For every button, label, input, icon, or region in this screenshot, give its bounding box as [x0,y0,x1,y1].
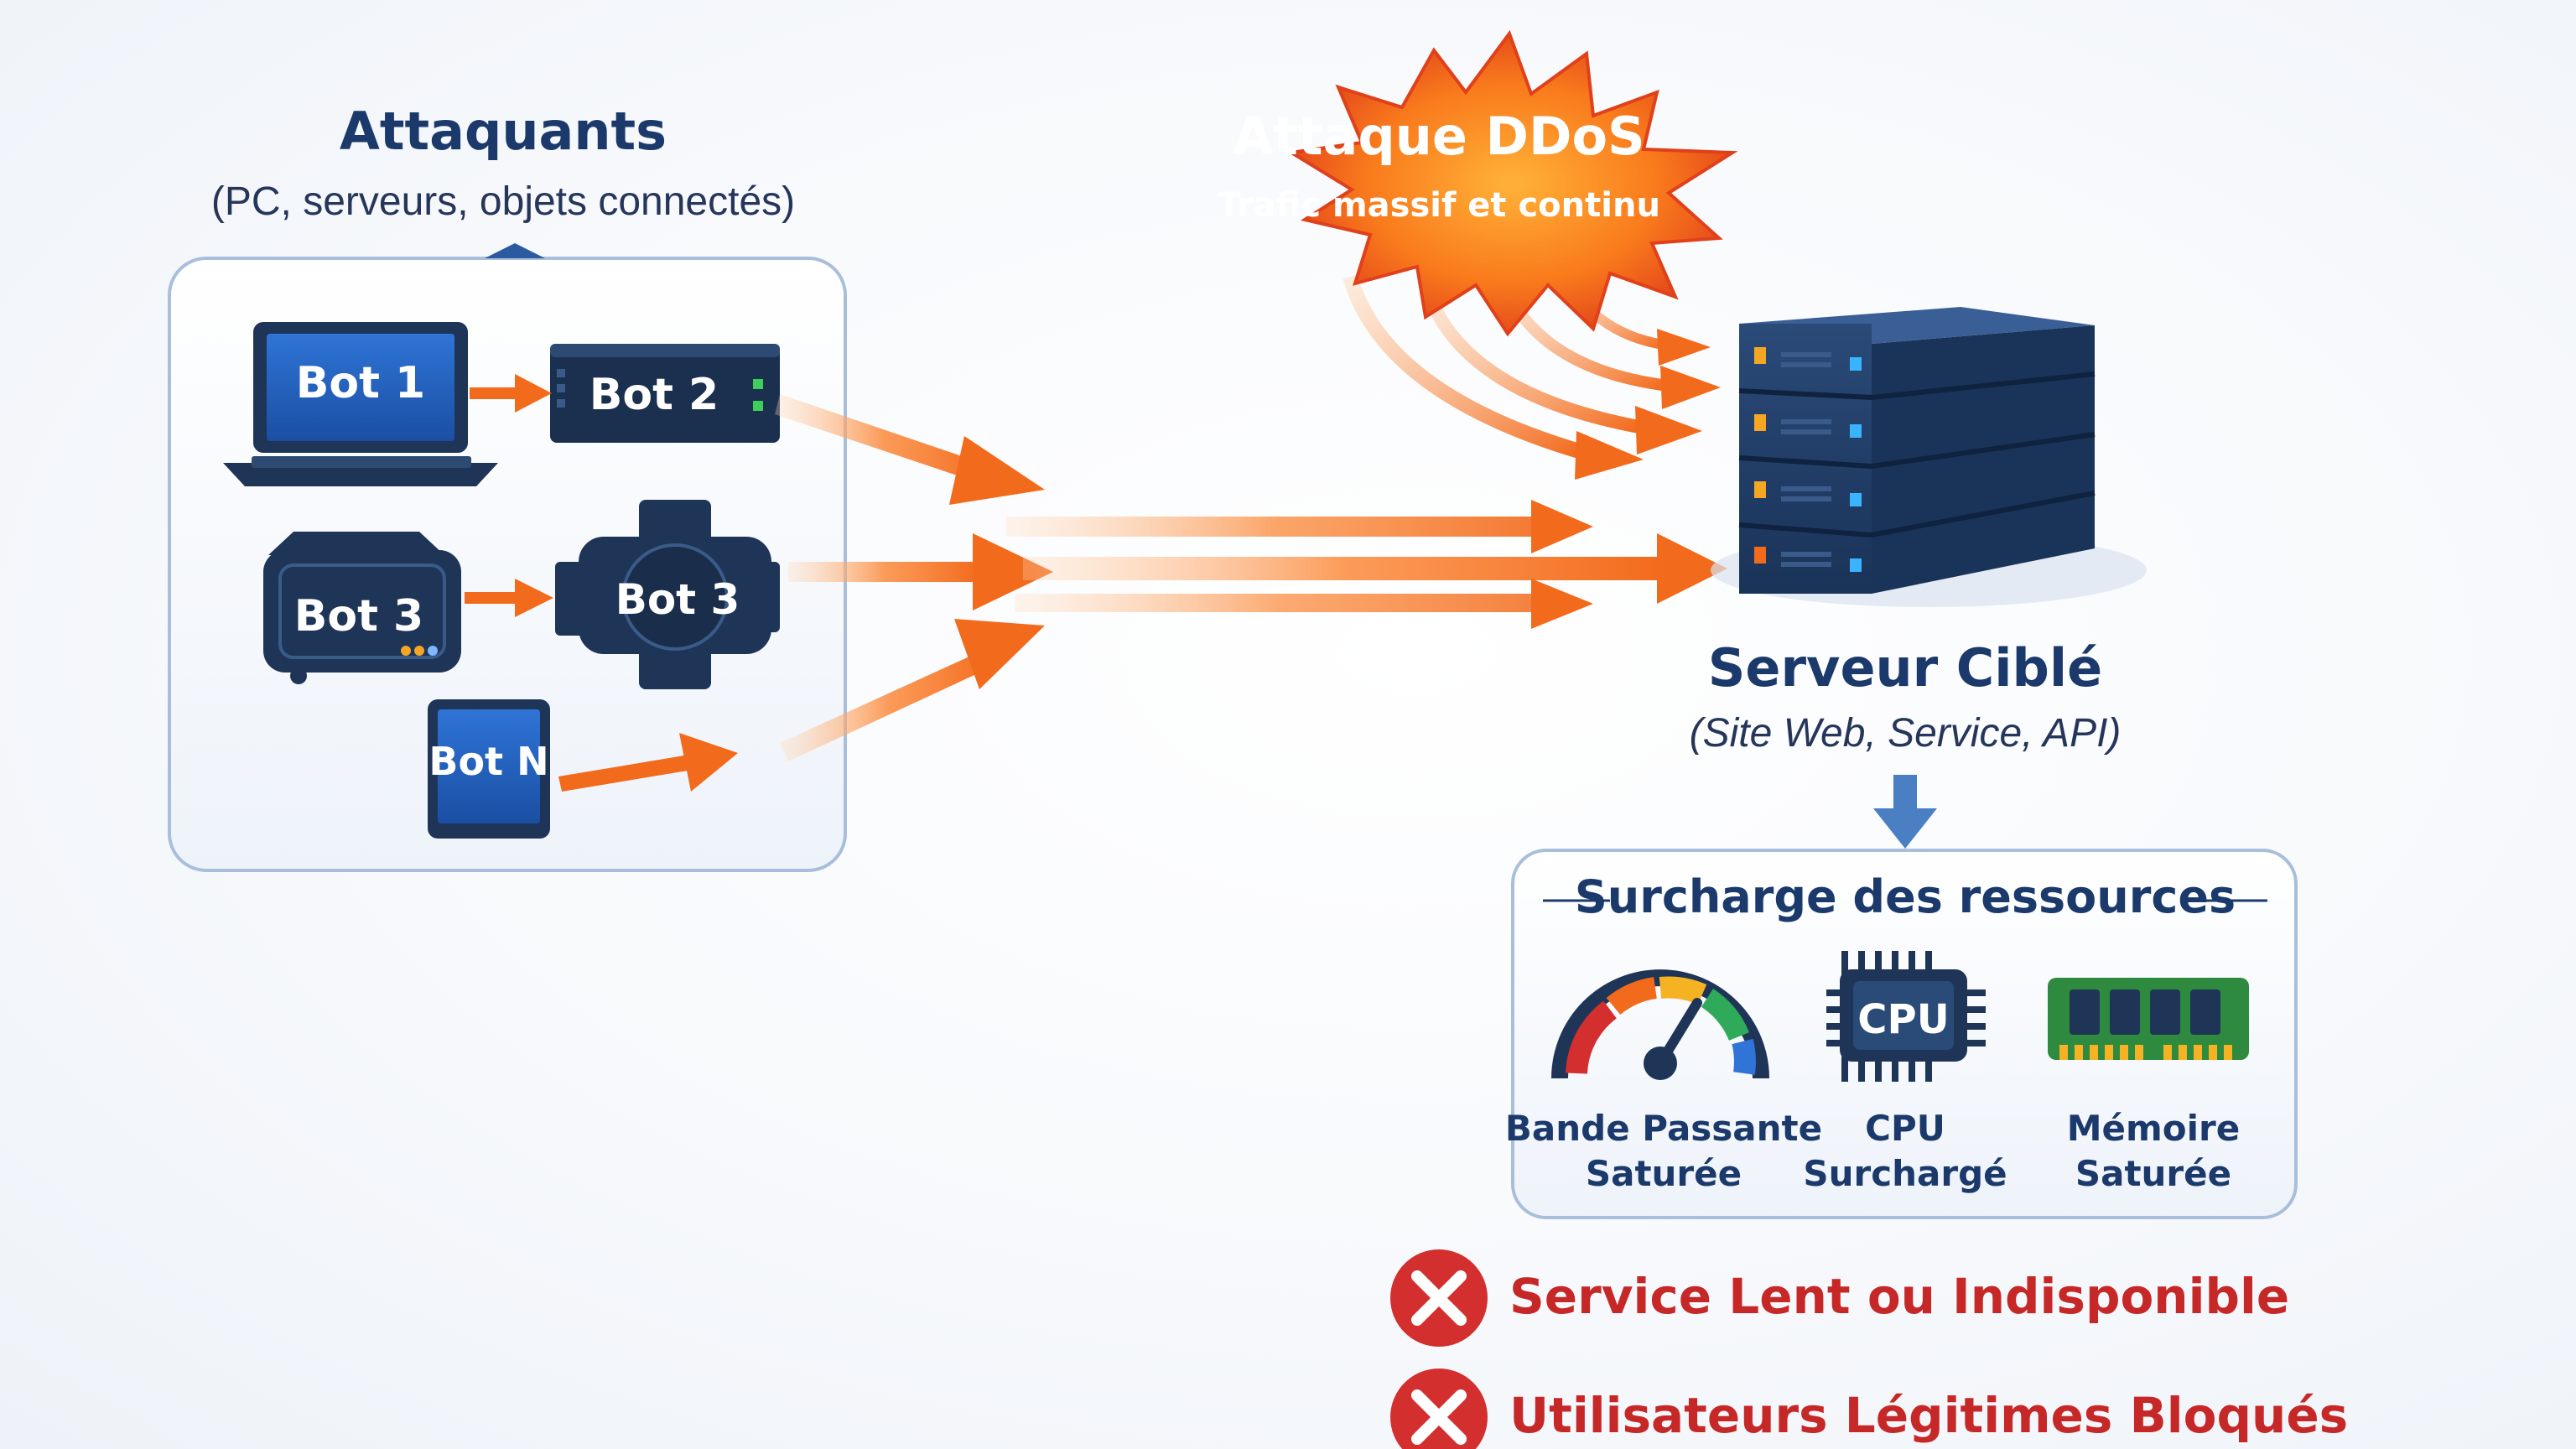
traffic-stream [1531,500,1593,553]
burst-stream [1635,406,1702,454]
resources-title: Surcharge des ressources [1575,870,2236,923]
resource-label: CPU [1865,1108,1945,1149]
resource-label: Mémoire [2067,1108,2241,1149]
attack-subtitle: Trafic massif et continu [1218,186,1660,225]
traffic-arrow [780,647,998,761]
traffic-arrow [949,436,1045,505]
target-title: Serveur Ciblé [1708,637,2102,699]
bot-label: Bot 3 [615,575,740,624]
attackers-subtitle: (PC, serveurs, objets connectés) [211,179,795,224]
traffic-arrow [954,619,1045,689]
bot-network-server[interactable]: Bot 2 [550,344,780,443]
bot-laptop[interactable]: Bot 1 [223,322,498,486]
attack-title: Attaque DDoS [1233,106,1644,167]
ddos-burst: Attaque DDoS Trafic massif et continu [1218,29,1738,337]
burst-shape [1286,29,1738,337]
impact-item: Service Lent ou Indisponible [1390,1249,2289,1347]
memory-icon [2048,978,2249,1060]
burst-stream [1660,366,1721,409]
down-arrow-icon [1873,775,1937,849]
resources-panel: Surcharge des ressources Bande Passante … [1505,849,2298,1219]
attackers-group: Attaquants (PC, serveurs, objets connect… [168,101,847,872]
resource-label: Surchargé [1803,1153,2007,1194]
gauge-icon [1551,969,1769,1080]
burst-stream [1575,431,1644,480]
error-x-icon [1390,1368,1488,1449]
target-server: Serveur Ciblé (Site Web, Service, API) [1690,307,2147,849]
resource-label: Bande Passante [1505,1108,1822,1149]
traffic-stream [1015,594,1543,612]
impact-text: Utilisateurs Légitimes Bloqués [1509,1387,2348,1444]
traffic-arrow [775,394,991,485]
traffic-flow [775,266,1727,761]
bot-label: Bot 1 [296,358,426,408]
attackers-title: Attaquants [340,101,667,162]
connector-arrow [470,374,552,413]
impact-text: Service Lent ou Indisponible [1509,1268,2289,1325]
traffic-stream [1531,579,1593,629]
bot-label: Bot 3 [294,591,424,641]
traffic-stream [1023,557,1669,580]
bot-label: Bot N [428,739,548,784]
bot-tablet[interactable]: Bot N [428,699,550,839]
connector-arrow [465,579,553,617]
server-rack-icon [1738,307,2096,594]
traffic-stream [1006,517,1543,537]
traffic-arrow [973,533,1053,610]
cpu-icon: CPU [1826,951,1986,1082]
resource-label: Saturée [2075,1153,2231,1194]
bot-label: Bot 2 [589,370,719,420]
resource-label: Saturée [1586,1153,1742,1194]
bot-smartwatch[interactable]: Bot 3 [555,500,780,689]
connector-arrow [558,733,738,792]
burst-stream [1657,329,1711,366]
traffic-stream [1657,533,1727,604]
cpu-chip-label: CPU [1857,996,1949,1043]
error-x-icon [1390,1249,1488,1347]
traffic-arrow [788,562,981,582]
burst-stream [1343,274,1587,460]
burst-stream [1419,283,1645,434]
bot-router[interactable]: Bot 3 [263,532,461,684]
impact-item: Utilisateurs Légitimes Bloqués [1390,1368,2348,1449]
panel-pointer [485,243,545,258]
target-subtitle: (Site Web, Service, API) [1690,711,2122,756]
